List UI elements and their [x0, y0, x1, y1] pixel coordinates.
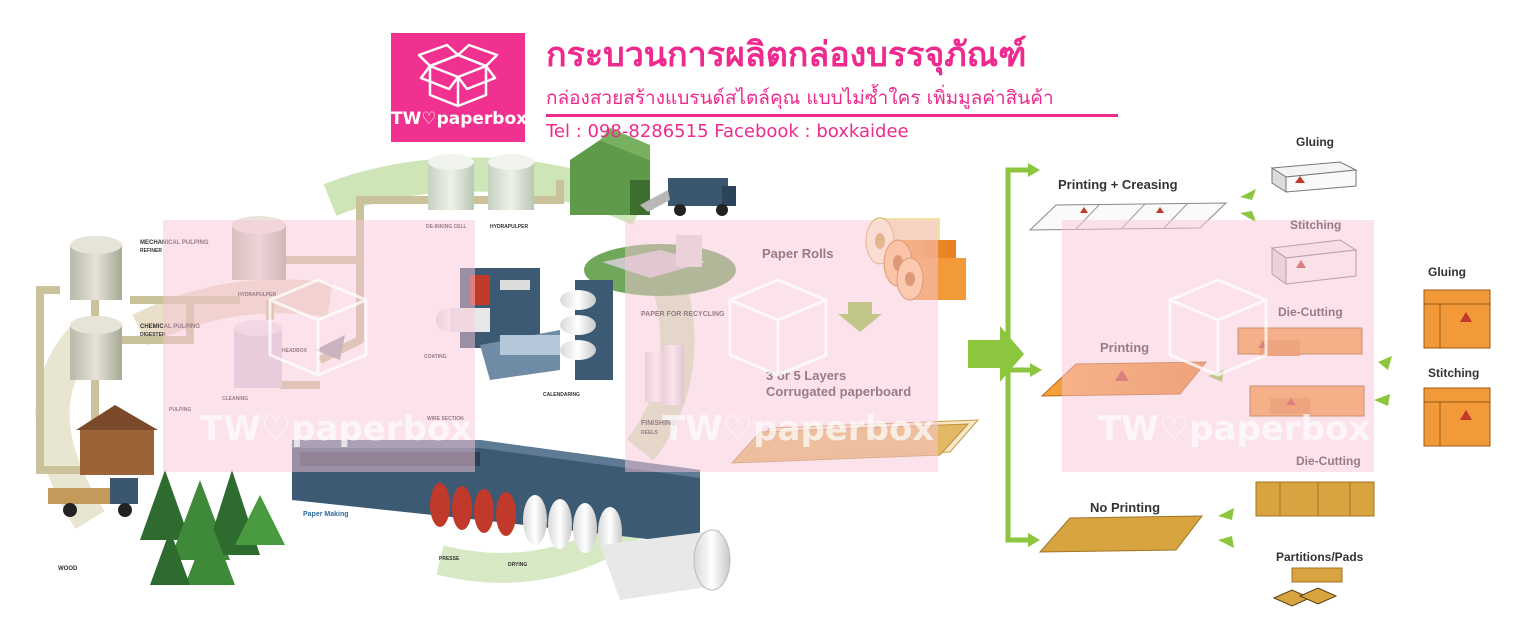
branch-label-no-printing: No Printing — [1090, 500, 1160, 515]
right-arrow — [968, 326, 1024, 382]
contact-info: Tel : 098-8286515 Facebook : boxkaidee — [546, 121, 909, 142]
white-box-glued — [1270, 161, 1358, 193]
log-truck — [48, 478, 138, 517]
label-digester: DIGESTER — [140, 332, 166, 338]
output-gluing-2: Gluing — [1428, 265, 1466, 279]
output-partitions-pads: Partitions/Pads — [1276, 550, 1364, 564]
small-arrows-branch-1 — [1240, 189, 1256, 222]
watermark-text: TW♡paperbox — [662, 409, 934, 449]
box-logo-icon — [417, 43, 499, 108]
plain-board-sheet — [1038, 515, 1204, 553]
label-calendaring: CALENDARING — [543, 392, 580, 398]
label-paper-making: Paper Making — [303, 511, 349, 518]
watermark-panel — [625, 220, 938, 472]
orange-box-glued — [1423, 289, 1491, 349]
brand-logo: TW♡paperbox — [391, 33, 528, 142]
branch-bracket — [1005, 167, 1030, 543]
watermark-text: TW♡paperbox — [200, 409, 472, 449]
recycling-truck — [640, 178, 736, 216]
page-title: กระบวนการผลิตกล่องบรรจุภัณฑ์ — [546, 35, 1027, 75]
page-subtitle: กล่องสวยสร้างแบรนด์สไตล์คุณ แบบไม่ซ้ำใคร… — [546, 87, 1054, 109]
wood-cabin — [76, 405, 158, 475]
label-refiner: REFINER — [140, 248, 162, 254]
mechanical-pulping-silo — [70, 236, 122, 300]
brand-name: TW♡paperbox — [391, 109, 528, 129]
header-divider — [546, 114, 1118, 117]
wood-forest — [140, 470, 285, 585]
output-stitching-2: Stitching — [1428, 366, 1479, 380]
recycling-warehouse — [570, 128, 650, 215]
output-gluing-1: Gluing — [1296, 135, 1334, 149]
branch-label-printing-creasing: Printing + Creasing — [1058, 177, 1178, 192]
plain-diecut — [1255, 481, 1375, 517]
label-presse: PRESSE — [439, 556, 460, 562]
deinking-silos — [428, 154, 534, 210]
calendaring-machine — [560, 280, 613, 380]
small-arrows-branch-3 — [1218, 508, 1234, 548]
chemical-pulping-silo — [70, 316, 122, 380]
watermark-box-icons — [268, 278, 1268, 377]
watermark-text: TW♡paperbox — [1098, 409, 1370, 449]
partitions-pads — [1272, 567, 1343, 607]
label-hydrapulper-2: HYDRAPULPER — [490, 224, 528, 230]
label-wood: WOOD — [58, 566, 78, 572]
orange-box-stitched — [1423, 387, 1491, 447]
label-drying: DRYING — [508, 562, 527, 568]
